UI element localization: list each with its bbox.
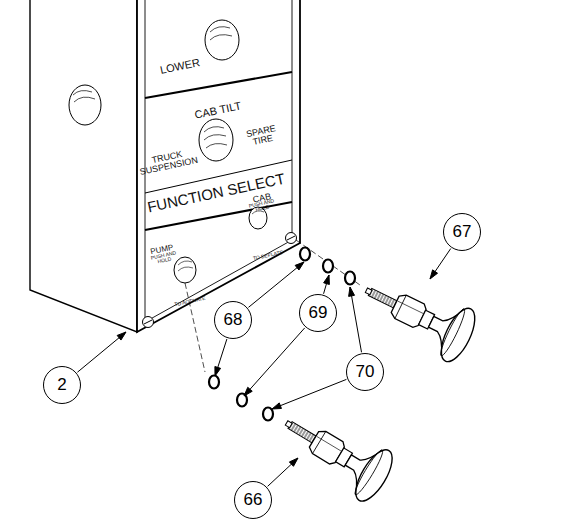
callout-number: 2 xyxy=(57,375,66,395)
leader-line xyxy=(350,287,362,352)
callout-circle: 69 xyxy=(299,294,337,332)
leader-arrowhead xyxy=(244,387,252,396)
leader-line xyxy=(272,379,346,409)
callout-number: 66 xyxy=(244,490,263,510)
callout-circle: 66 xyxy=(234,481,272,519)
leader-line xyxy=(215,339,227,376)
leader-arrowhead xyxy=(324,275,330,284)
leader-arrowhead xyxy=(117,332,126,340)
leader-arrowhead xyxy=(215,367,221,376)
leader-line xyxy=(324,275,329,294)
leader-line xyxy=(430,249,451,279)
callout-circle: 68 xyxy=(214,301,252,339)
leader-line xyxy=(268,458,298,486)
leader-arrowhead xyxy=(430,270,438,279)
leader-arrowhead xyxy=(272,403,281,409)
leader-arrowhead xyxy=(289,458,298,466)
callout-circle: 2 xyxy=(43,366,81,404)
leader-line xyxy=(77,332,126,372)
callout-number: 69 xyxy=(309,303,328,323)
callout-circle: 70 xyxy=(346,353,384,391)
leader-line xyxy=(244,328,305,396)
callout-number: 67 xyxy=(453,222,472,242)
callout-number: 70 xyxy=(356,362,375,382)
leader-arrowhead xyxy=(295,262,304,270)
callout-number: 68 xyxy=(224,310,243,330)
callout-circle: 67 xyxy=(443,213,481,251)
leader-line xyxy=(248,262,304,307)
leader-arrowhead xyxy=(349,287,355,296)
